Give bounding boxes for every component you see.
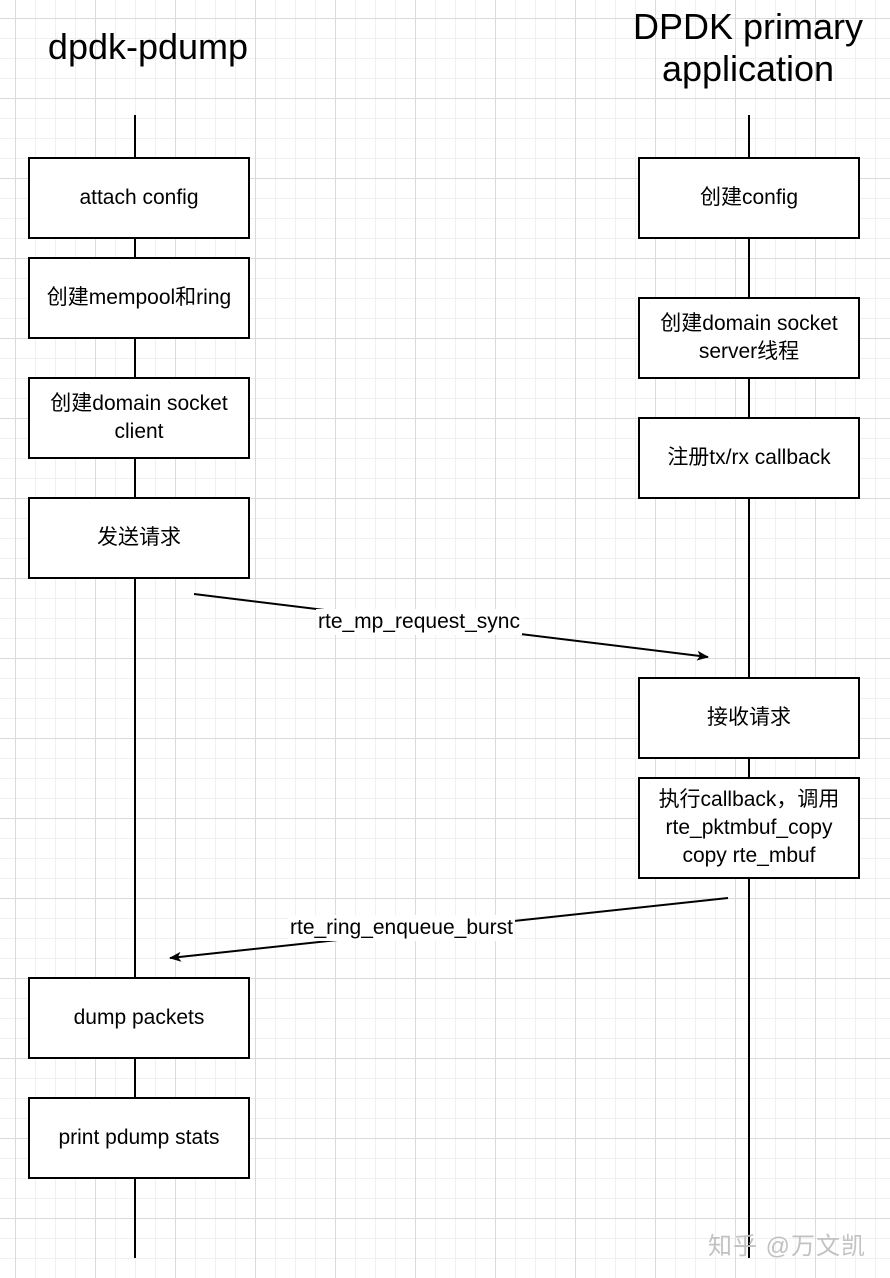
step-print-stats: print pdump stats: [28, 1097, 250, 1179]
left-lifeline-title: dpdk-pdump: [47, 26, 249, 67]
step-create-config: 创建config: [638, 157, 860, 239]
enqueue-message-label: rte_ring_enqueue_burst: [288, 915, 516, 941]
step-send-request: 发送请求: [28, 497, 250, 579]
step-attach-config: attach config: [28, 157, 250, 239]
step-register-callback: 注册tx/rx callback: [638, 417, 860, 499]
step-dump-packets: dump packets: [28, 977, 250, 1059]
step-execute-callback: 执行callback，调用 rte_pktmbuf_copy copy rte_…: [638, 777, 860, 879]
step-create-mempool-ring: 创建mempool和ring: [28, 257, 250, 339]
step-receive-request: 接收请求: [638, 677, 860, 759]
step-create-socket-server: 创建domain socket server线程: [638, 297, 860, 379]
step-create-socket-client: 创建domain socket client: [28, 377, 250, 459]
left-lifeline: [134, 115, 136, 1258]
watermark: 知乎 @万文凯: [707, 1233, 866, 1260]
request-message-label: rte_mp_request_sync: [316, 609, 522, 635]
right-lifeline-title: DPDK primary application: [632, 6, 864, 89]
